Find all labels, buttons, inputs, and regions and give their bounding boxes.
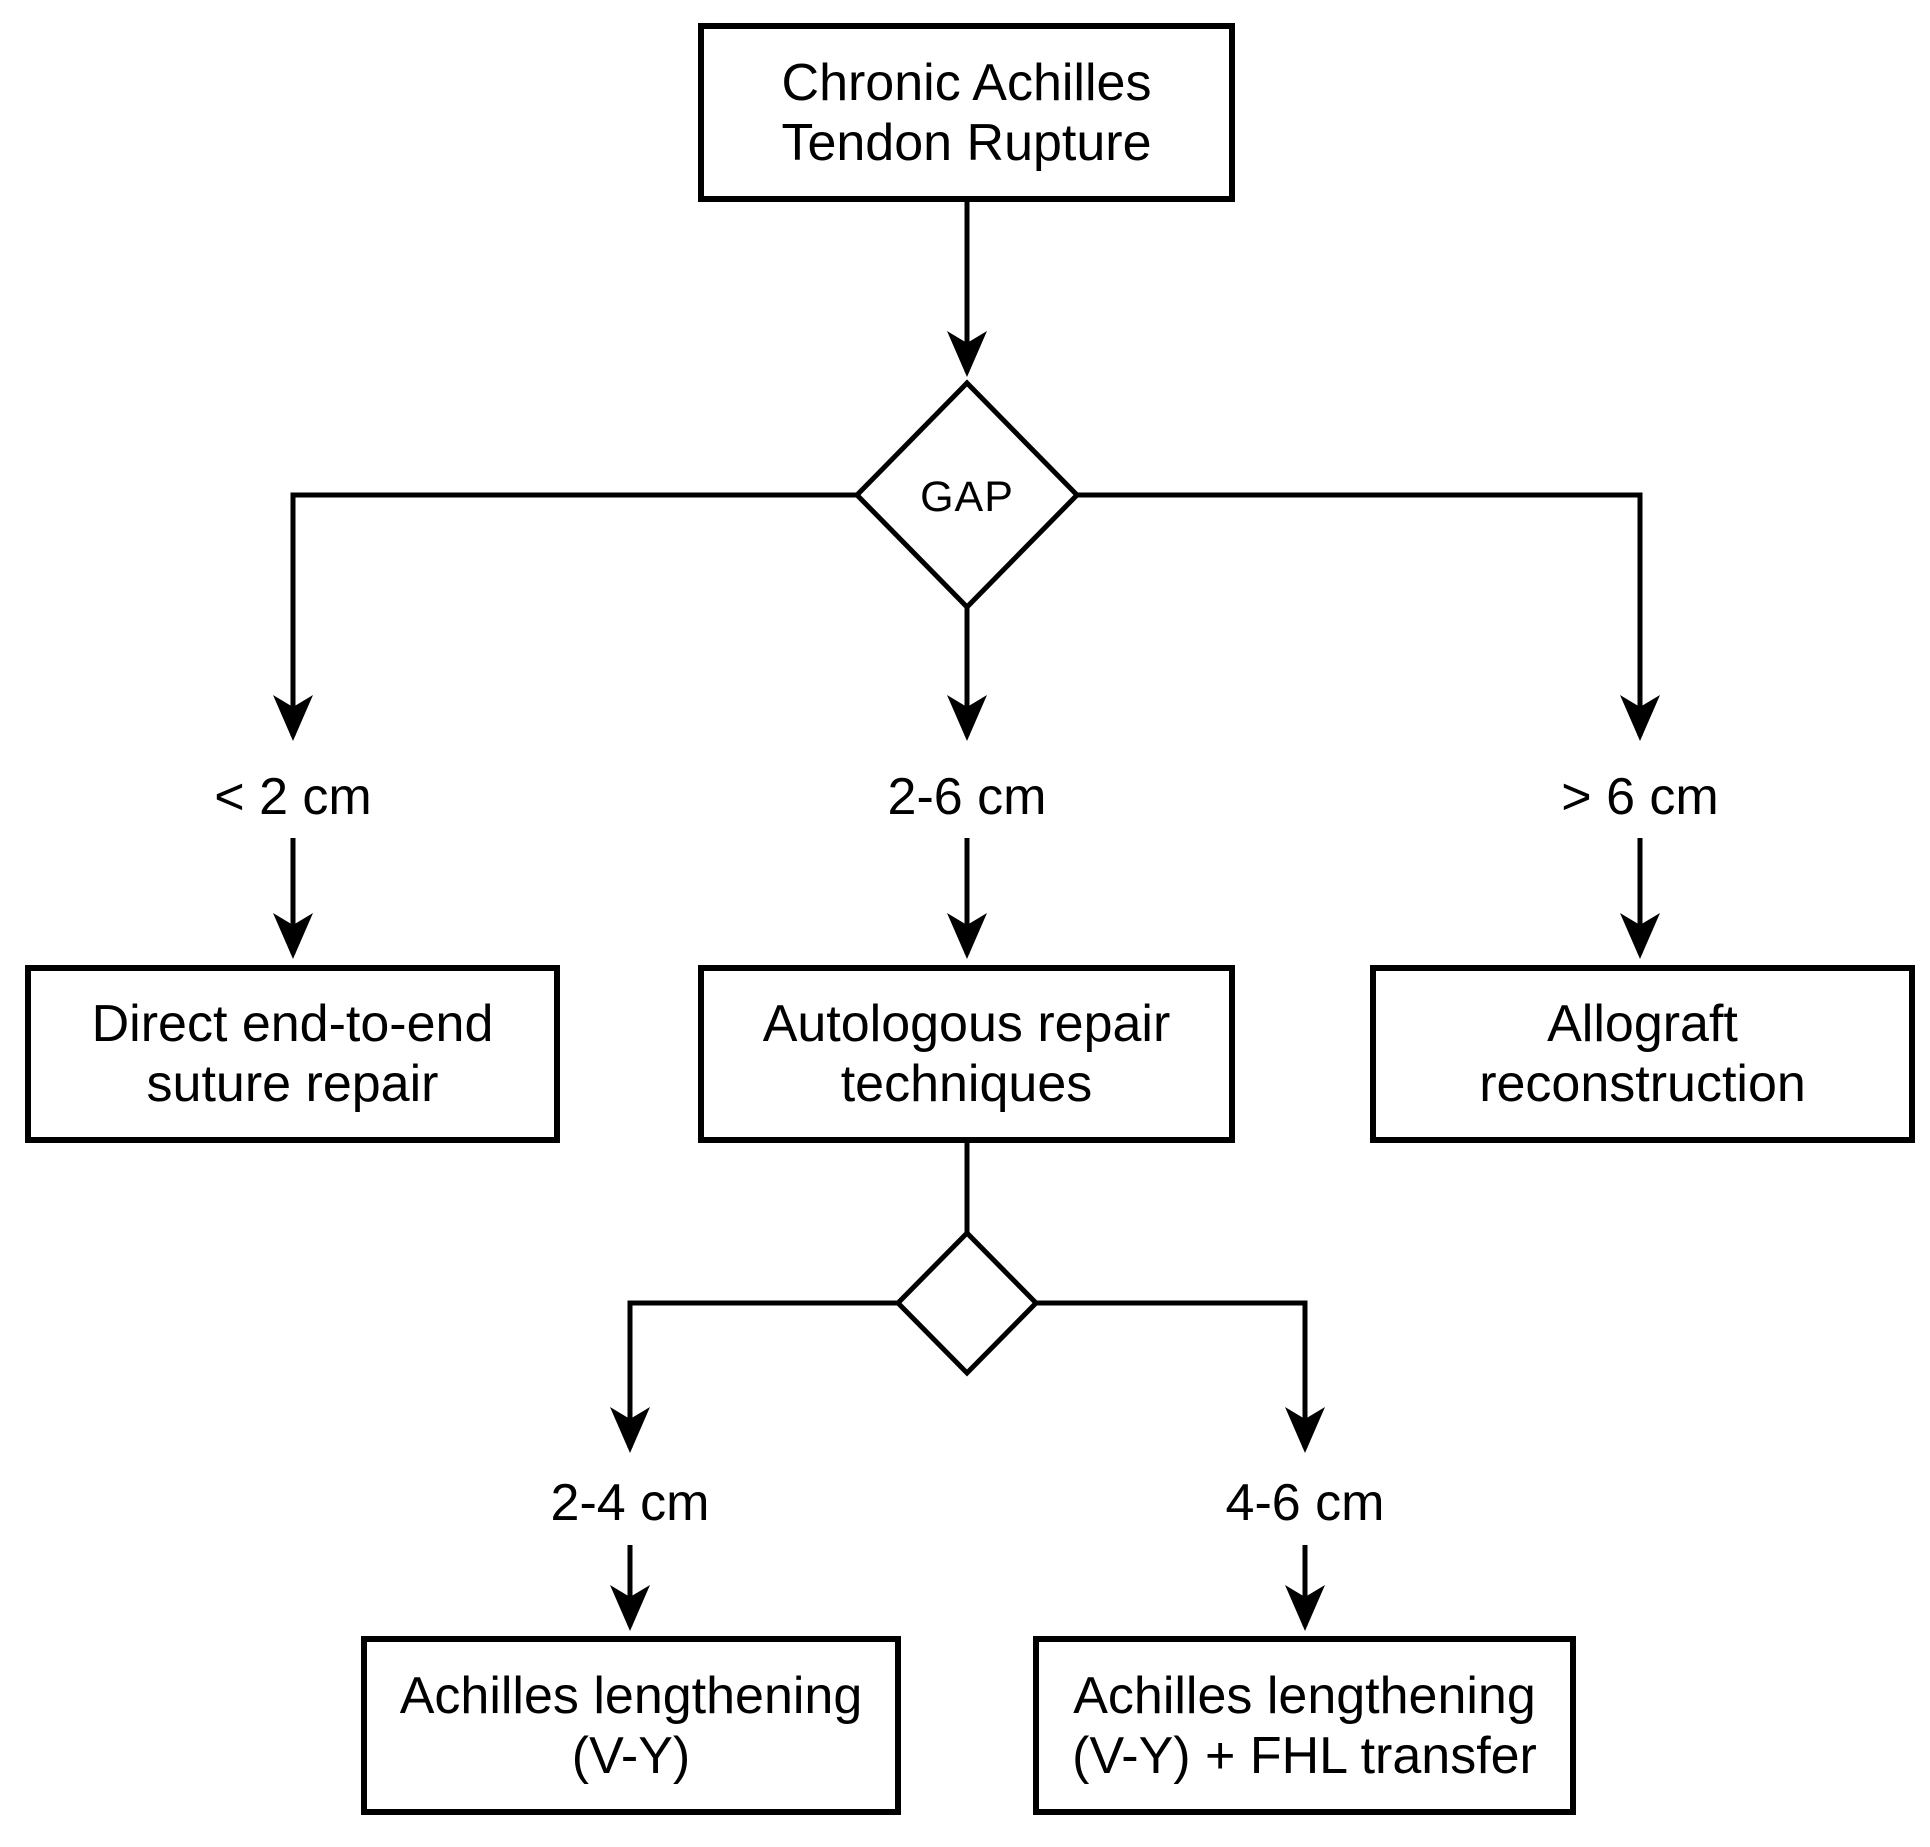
edge-gap-to-lt2 xyxy=(273,492,857,741)
gap-diamond-label: GAP xyxy=(920,473,1014,521)
node-label: Achilles lengthening (V-Y) xyxy=(399,1666,863,1785)
node-direct-end-to-end-suture-repair: Direct end-to-end suture repair xyxy=(25,965,560,1143)
edge-sub-decision-to-2-4 xyxy=(610,1300,898,1453)
branch-label-2-4-cm: 2-4 cm xyxy=(550,1474,710,1532)
branch-label-2-6-cm: 2-6 cm xyxy=(887,768,1047,826)
branch-label-gt-6-cm: > 6 cm xyxy=(1561,768,1719,826)
node-label: Autologous repair techniques xyxy=(762,995,1171,1113)
node-chronic-achilles-tendon-rupture: Chronic Achilles Tendon Rupture xyxy=(698,23,1235,202)
branch-label-lt-2-cm: < 2 cm xyxy=(214,768,372,826)
edge-sub-decision-to-4-6 xyxy=(1036,1300,1325,1453)
node-allograft-reconstruction: Allograft reconstruction xyxy=(1370,965,1915,1143)
node-autologous-repair-techniques: Autologous repair techniques xyxy=(698,965,1235,1143)
gap-decision-diamond xyxy=(853,379,1081,611)
node-label: Achilles lengthening (V-Y) + FHL transfe… xyxy=(1072,1666,1537,1785)
node-label: Allograft reconstruction xyxy=(1479,995,1806,1113)
branch-label-4-6-cm: 4-6 cm xyxy=(1225,1474,1385,1532)
gap-size-decision-diamond xyxy=(894,1229,1040,1377)
node-label: Chronic Achilles Tendon Rupture xyxy=(781,53,1152,172)
node-achilles-lengthening-vy-fhl-transfer: Achilles lengthening (V-Y) + FHL transfe… xyxy=(1033,1636,1576,1815)
node-label: Direct end-to-end suture repair xyxy=(91,995,494,1113)
node-achilles-lengthening-vy: Achilles lengthening (V-Y) xyxy=(361,1636,901,1815)
edge-gap-to-gt6 xyxy=(1077,492,1660,741)
